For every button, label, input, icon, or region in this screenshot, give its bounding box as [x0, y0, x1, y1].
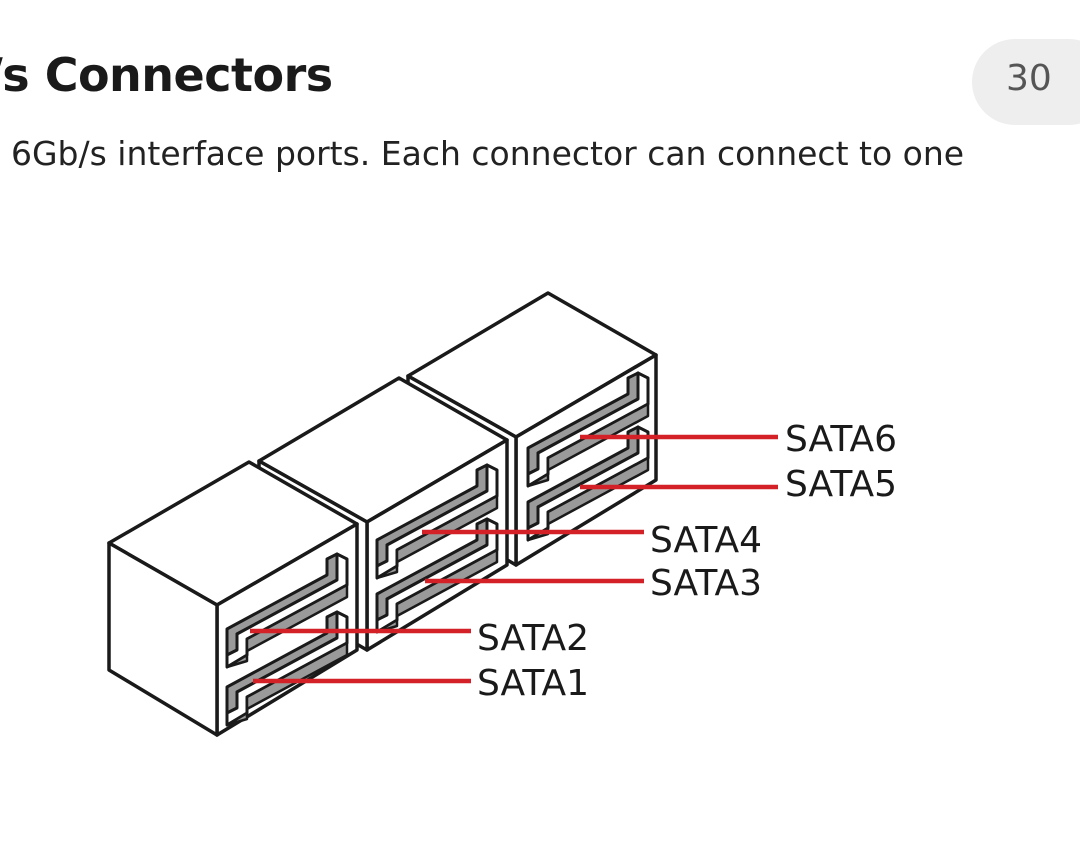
sata1-label: SATA1 [477, 663, 589, 704]
page-number: 30 [1006, 58, 1052, 99]
sata3-label: SATA3 [650, 563, 762, 604]
section-title: /s Connectors [0, 48, 333, 102]
sata5-label: SATA5 [785, 464, 897, 505]
sata2-label: SATA2 [477, 618, 589, 659]
page-number-badge [972, 39, 1080, 125]
sata6-label: SATA6 [785, 419, 897, 460]
section-description: 6Gb/s interface ports. Each connector ca… [0, 134, 965, 173]
sata4-label: SATA4 [650, 520, 762, 561]
